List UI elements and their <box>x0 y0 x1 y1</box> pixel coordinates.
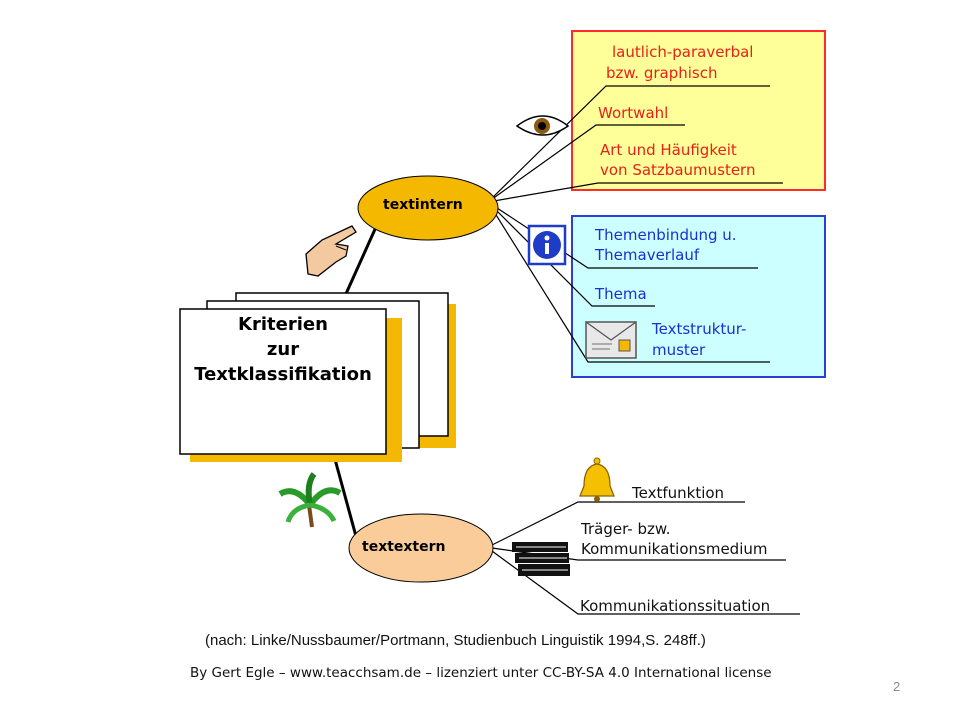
license-note: By Gert Egle – www.teacchsam.de – lizenz… <box>190 665 772 681</box>
yellow-item-1-line-2: bzw. graphisch <box>606 64 718 82</box>
page-number: 2 <box>893 679 901 694</box>
bell-icon <box>579 457 615 502</box>
intern-branches <box>487 85 783 363</box>
extern-item-2-line-1: Träger- bzw. <box>581 520 671 538</box>
center-title: Kriterien zur Textklassifikation <box>180 312 386 387</box>
yellow-item-1-line-1: lautlich-paraverbal <box>612 43 754 61</box>
center-line: zur <box>266 339 300 360</box>
blue-item-3-line-2: muster <box>652 341 706 359</box>
blue-item-1-line-2: Themaverlauf <box>595 246 700 264</box>
center-line: Textklassifikation <box>194 364 372 385</box>
textextern-node <box>348 513 494 583</box>
textintern-node <box>357 175 499 241</box>
extern-item-2-line-2: Kommunikationsmedium <box>581 540 768 558</box>
source-citation: (nach: Linke/Nussbaumer/Portmann, Studie… <box>205 632 706 649</box>
palm-tree-icon <box>278 472 342 528</box>
yellow-item-3-line-1: Art und Häufigkeit <box>600 141 737 159</box>
blue-item-1-line-1: Themenbindung u. <box>595 226 737 244</box>
blue-item-3-line-1: Textstruktur- <box>652 320 747 338</box>
textextern-label: textextern <box>362 539 446 555</box>
yellow-item-2: Wortwahl <box>598 104 669 122</box>
center-line: Kriterien <box>238 314 328 335</box>
envelope-icon <box>585 321 637 359</box>
books-icon <box>512 542 570 576</box>
yellow-item-3-line-2: von Satzbaumustern <box>600 161 756 179</box>
textintern-label: textintern <box>383 197 463 213</box>
textintern-style-box <box>571 30 826 191</box>
stacked-pages <box>179 292 456 462</box>
pointing-hand-icon <box>305 225 357 277</box>
eye-icon <box>515 115 570 136</box>
info-icon <box>527 224 567 266</box>
blue-item-2: Thema <box>595 285 647 303</box>
extern-item-1: Textfunktion <box>632 484 725 502</box>
extern-item-3: Kommunikationssituation <box>580 597 771 615</box>
